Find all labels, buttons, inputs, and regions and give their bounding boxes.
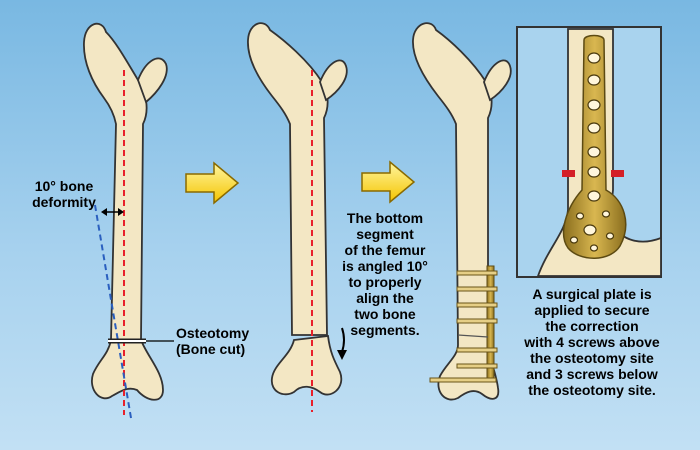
osteotomy-label-line: Osteotomy <box>176 325 250 341</box>
femur-fixed-with-plate <box>412 22 512 401</box>
femur-2-lower-segment <box>271 335 343 396</box>
step2-line: segment <box>356 226 414 242</box>
femur-3-greater-trochanter <box>483 59 512 102</box>
step2-line: segments. <box>350 322 420 338</box>
step2-line: two bone <box>354 306 416 322</box>
double-headed-arrow-icon <box>101 208 124 216</box>
curved-down-arrow-icon <box>337 327 347 360</box>
step3-line: A surgical plate is <box>532 286 652 302</box>
step2-line: of the femur <box>344 242 426 258</box>
inset-osteotomy-marker <box>562 170 624 177</box>
deformity-label-line: deformity <box>32 194 96 210</box>
femur-1-greater-trochanter <box>137 57 168 104</box>
step3-line: the osteotomy site. <box>528 382 656 398</box>
step3-line: and 3 screws below <box>526 366 658 382</box>
plate-closeup-inset <box>516 26 662 278</box>
femur-corrected-cut <box>247 22 348 412</box>
osteotomy-label: Osteotomy (Bone cut) <box>176 325 249 357</box>
osteotomy-label-line: (Bone cut) <box>176 341 246 357</box>
step2-explanation: The bottom segment of the femur is angle… <box>330 210 440 338</box>
step3-explanation: A surgical plate is applied to secure th… <box>512 286 672 398</box>
step2-line: align the <box>356 290 414 306</box>
step3-line: the correction <box>545 318 639 334</box>
deformity-label: 10° bone deformity <box>24 178 104 210</box>
deformity-label-line: 10° bone <box>34 178 94 194</box>
right-arrow-icon <box>185 161 240 205</box>
right-arrow-icon <box>361 160 416 204</box>
femur-3-screws <box>429 270 498 383</box>
femur-original <box>83 22 174 419</box>
step3-line: the osteotomy site <box>530 350 654 366</box>
step2-line: is angled 10° <box>342 258 428 274</box>
step2-line: The bottom <box>346 210 424 226</box>
femur-3-osteotomy-line <box>457 334 489 338</box>
femur-2-upper-segment <box>247 22 329 336</box>
femur-1-deformity-axis <box>94 204 132 419</box>
step3-line: with 4 screws above <box>524 334 660 350</box>
step2-line: to properly <box>348 274 422 290</box>
step3-line: applied to secure <box>534 302 650 318</box>
inset-screws <box>569 52 615 252</box>
femur-2-greater-trochanter <box>319 59 348 102</box>
